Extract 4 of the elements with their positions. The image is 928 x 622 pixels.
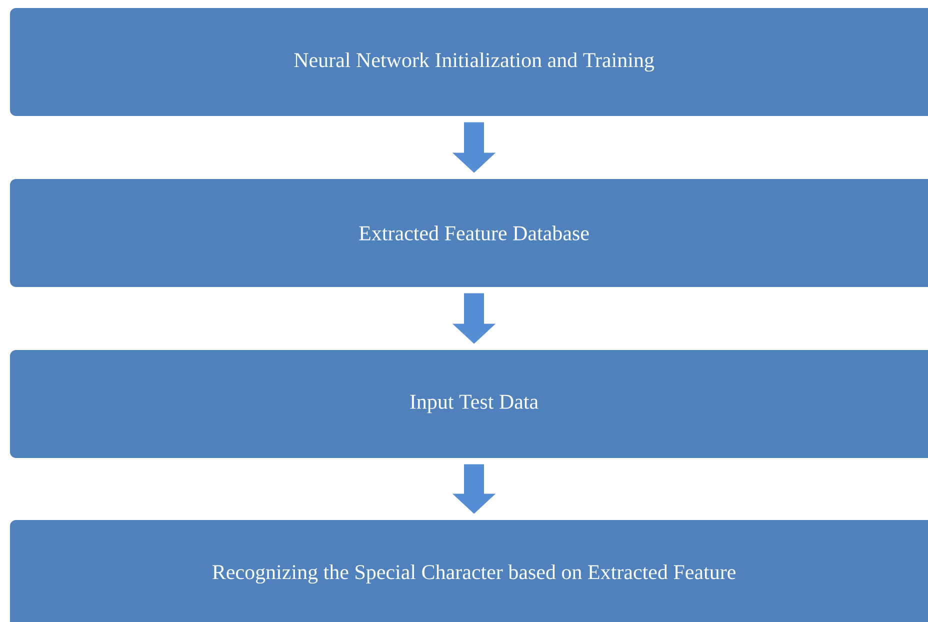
process-box: Neural Network Initialization and Training xyxy=(10,8,928,116)
process-box: Recognizing the Special Character based on Extracted Feature xyxy=(10,520,928,622)
process-box: Extracted Feature Database xyxy=(10,179,928,287)
process-box: Input Test Data xyxy=(10,350,928,458)
